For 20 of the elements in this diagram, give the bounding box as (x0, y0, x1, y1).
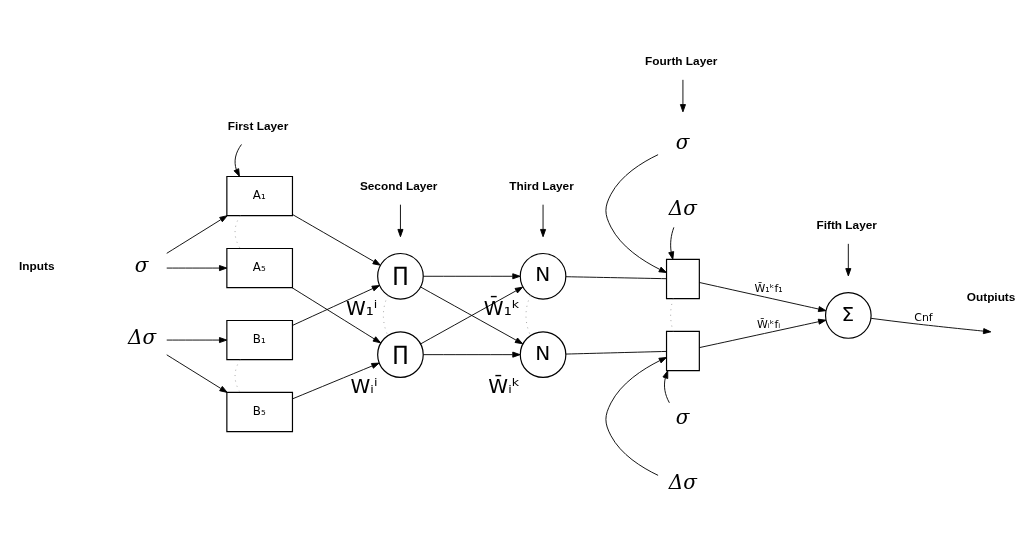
node-text: Second Layer (359, 178, 438, 193)
node-label: W₁ⁱ (346, 295, 378, 320)
node-text: σ (675, 404, 690, 429)
node-label: Wᵢⁱ (350, 373, 378, 398)
node-text: σ (675, 129, 690, 154)
node-text: Fourth Layer (645, 53, 718, 68)
node-label: W̄₁ᵏ (483, 295, 521, 320)
edge-label: Cnf (914, 310, 933, 324)
edge-label: W̄₁ᵏf₁ (754, 281, 783, 295)
node-text: Δσ (668, 469, 697, 494)
edge-label: W̄ᵢᵏfᵢ (756, 317, 781, 331)
node-label: W̄ᵢᵏ (488, 373, 521, 398)
label: Inputs (19, 258, 55, 273)
node-text: Third Layer (509, 178, 574, 193)
label: Outpiuts (966, 289, 1016, 304)
node-text: σ (134, 252, 149, 277)
node-text: Δσ (127, 324, 157, 349)
node-text: First Layer (227, 118, 289, 133)
node-text: Fifth Layer (816, 217, 877, 232)
node-text: Δσ (668, 195, 697, 220)
